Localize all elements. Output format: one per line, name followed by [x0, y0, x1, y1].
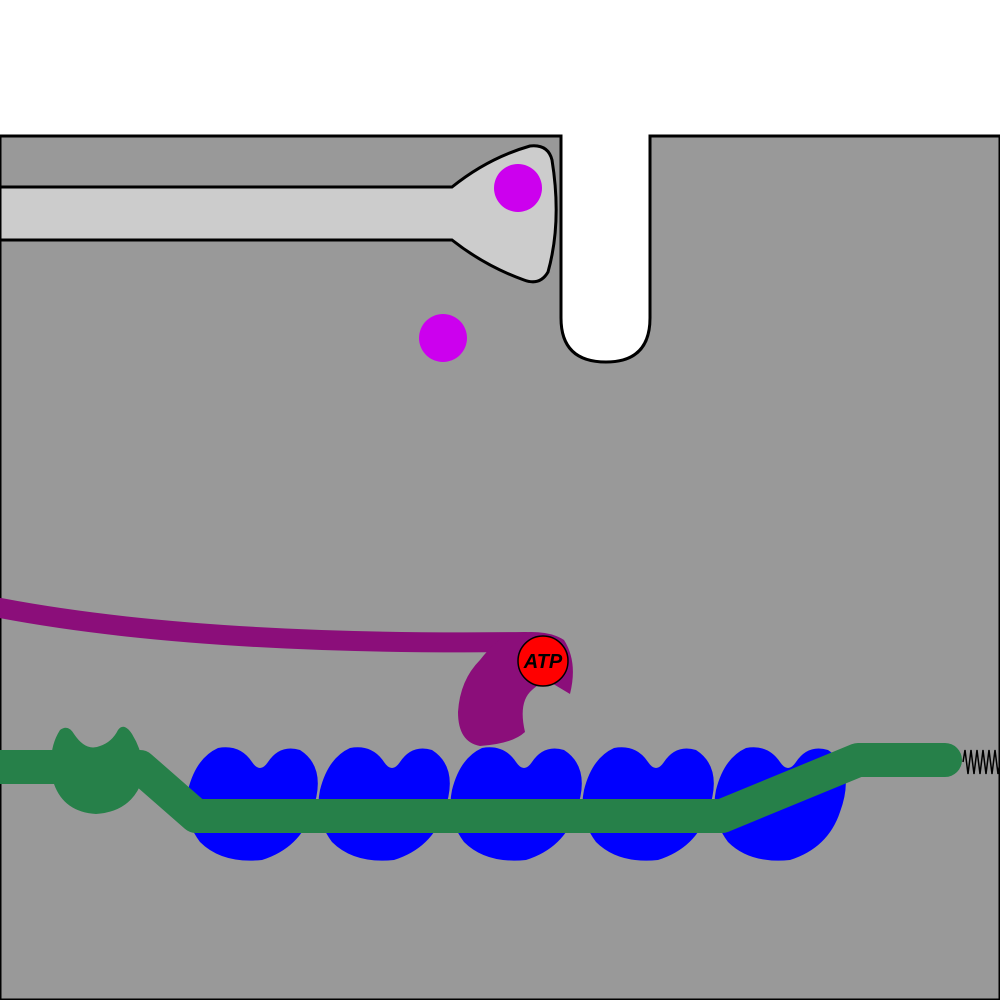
- spring-icon: [962, 749, 1000, 775]
- tropomyosin: [0, 743, 962, 833]
- atp-label: ATP: [523, 651, 563, 673]
- atp-icon: ATP: [517, 635, 569, 687]
- calcium-ion-icon: [494, 164, 542, 212]
- calcium-ion-icon: [419, 314, 467, 362]
- sarcoplasmic-reticulum: [0, 144, 558, 284]
- atp-molecule: [517, 635, 569, 687]
- myosin-tail: [0, 598, 535, 653]
